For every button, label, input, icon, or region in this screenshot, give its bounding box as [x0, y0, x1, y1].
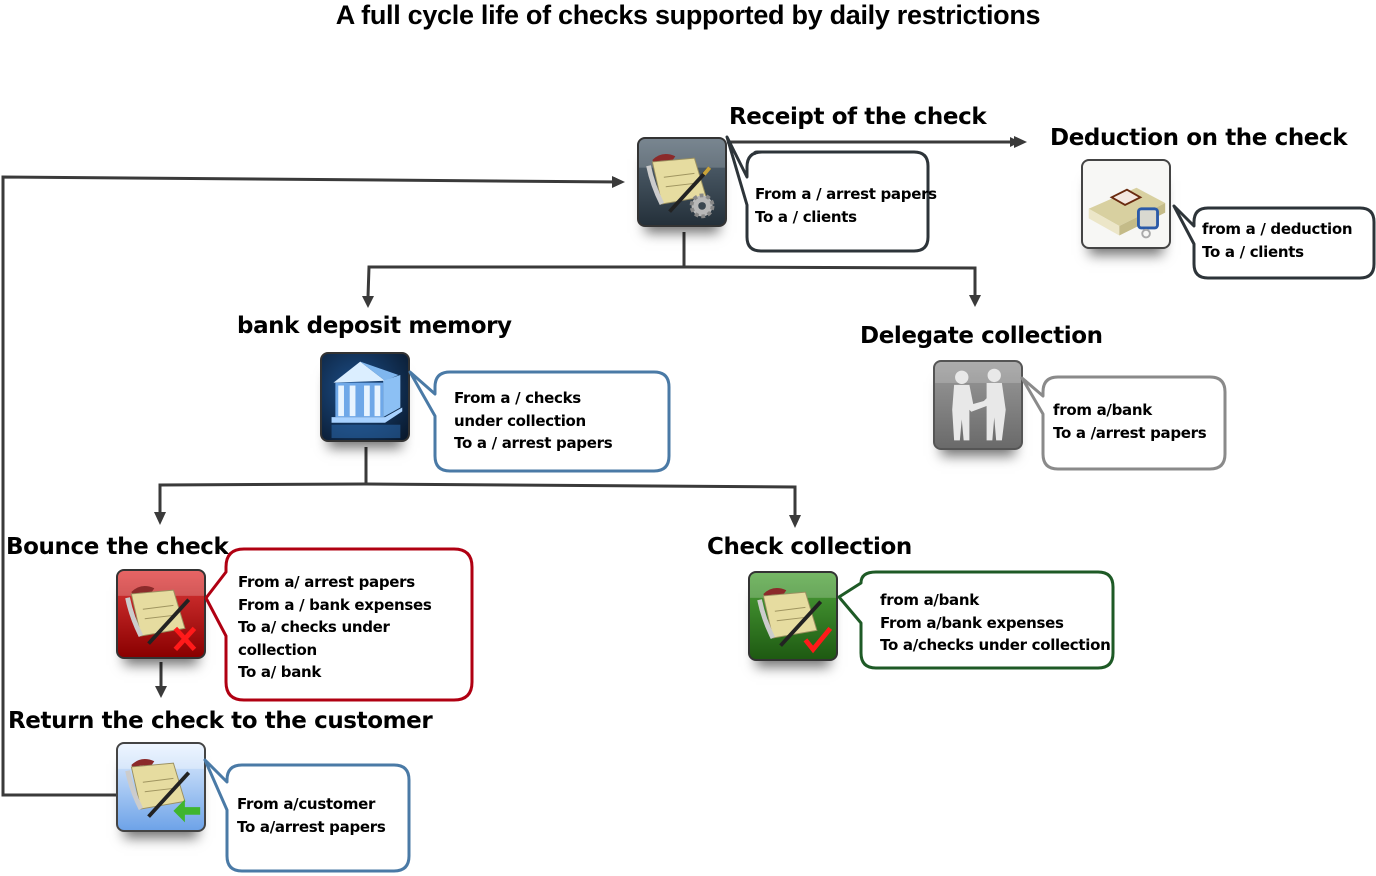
- bubble-line: From a/customer: [237, 795, 376, 813]
- money-lock-icon[interactable]: [1081, 159, 1171, 249]
- bank-icon[interactable]: [320, 352, 410, 442]
- bubble-line: from a/bank: [1053, 401, 1152, 419]
- arrow-bank-deposit-to-bounce: [158, 482, 367, 513]
- bubble-collection: from a/bank From a/bank expenses To a/ch…: [836, 569, 1120, 673]
- bubble-line: from a/bank: [880, 591, 979, 609]
- check-return-icon[interactable]: [116, 742, 206, 832]
- arrow-bank-deposit-to-collection: [365, 482, 797, 516]
- bubble-line: To a/ bank: [238, 663, 322, 681]
- check-gear-icon[interactable]: [637, 137, 727, 227]
- check-reject-icon[interactable]: [116, 569, 206, 659]
- bubble-receipt: From a / arrest papers To a / clients: [724, 135, 937, 255]
- stage-title-return: Return the check to the customer: [8, 708, 433, 734]
- stage-title-deduction: Deduction on the check: [1050, 125, 1348, 151]
- bubble-line: From a / bank expenses: [238, 595, 432, 614]
- bubble-line: From a / arrest papers: [755, 185, 937, 203]
- bubble-line: From a / checks: [454, 389, 581, 407]
- bubble-line: From a/ arrest papers: [238, 573, 415, 591]
- check-approve-icon[interactable]: [748, 571, 838, 661]
- diagram-title: A full cycle life of checks supported by…: [335, 0, 1041, 30]
- bubble-line: To a / arrest papers: [454, 434, 613, 452]
- stage-title-receipt: Receipt of the check: [729, 104, 987, 130]
- bubble-return: From a/customer To a/arrest papers: [202, 758, 416, 876]
- bubble-line: To a /arrest papers: [1053, 423, 1207, 442]
- bubble-delegate: from a/bank To a /arrest papers: [1020, 374, 1230, 474]
- bubble-line: From a/bank expenses: [880, 613, 1064, 632]
- handshake-icon[interactable]: [933, 360, 1023, 450]
- stage-title-collection: Check collection: [707, 534, 912, 560]
- bubble-line: under collection: [454, 411, 586, 430]
- bubble-line: from a / deduction: [1202, 220, 1353, 238]
- bubble-line: To a/arrest papers: [237, 817, 386, 836]
- stage-title-bounce: Bounce the check: [6, 534, 229, 560]
- arrow-receipt-to-bank-deposit: [366, 265, 684, 298]
- bubble-line: To a / clients: [755, 207, 857, 226]
- bubble-line: To a/checks under collection: [880, 636, 1111, 654]
- bubble-line: To a / clients: [1202, 242, 1304, 261]
- bubble-line: collection: [238, 640, 317, 659]
- bubble-bounce: From a/ arrest papers From a / bank expe…: [204, 546, 478, 706]
- arrow-receipt-to-delegate: [683, 265, 977, 296]
- bubble-bank-deposit: From a / checks under collection To a / …: [408, 368, 676, 476]
- arrow-return-to-receipt: [1, 175, 624, 797]
- stage-title-delegate: Delegate collection: [860, 323, 1103, 349]
- bubble-line: To a/ checks under: [238, 618, 390, 636]
- stage-title-bank-deposit: bank deposit memory: [237, 313, 512, 339]
- bubble-deduction: from a / deduction To a / clients: [1172, 196, 1376, 282]
